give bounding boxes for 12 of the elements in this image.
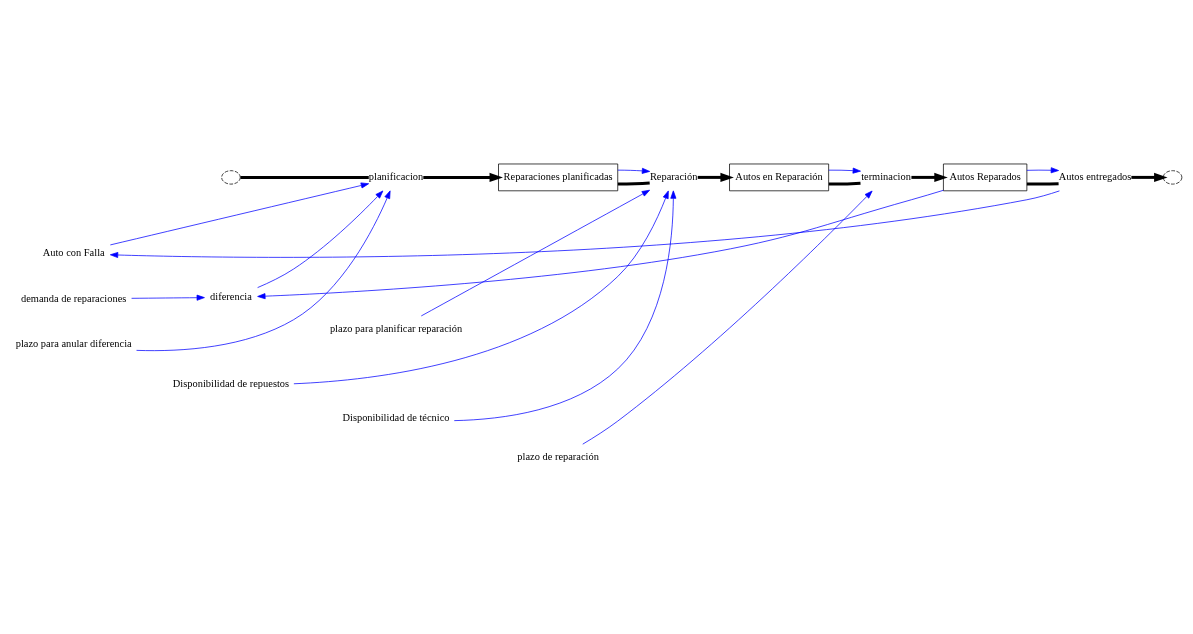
node-text: Disponibilidad de técnico (342, 411, 450, 423)
node-text: Disponibilidad de repuestos (172, 377, 290, 389)
node-text: plazo de reparación (517, 450, 599, 462)
node-text: terminacion (861, 170, 911, 182)
node-text: plazo para planificar reparación (329, 322, 463, 334)
node-text: demanda de reparaciones (21, 292, 127, 304)
node-text: Auto con Falla (42, 246, 105, 258)
node-text: Reparación (649, 170, 698, 182)
node-text: plazo para anular diferencia (15, 337, 132, 349)
node-text: planificacion (368, 170, 424, 182)
node-text: diferencia (210, 290, 252, 302)
node-text: Autos entregados (1058, 170, 1132, 182)
